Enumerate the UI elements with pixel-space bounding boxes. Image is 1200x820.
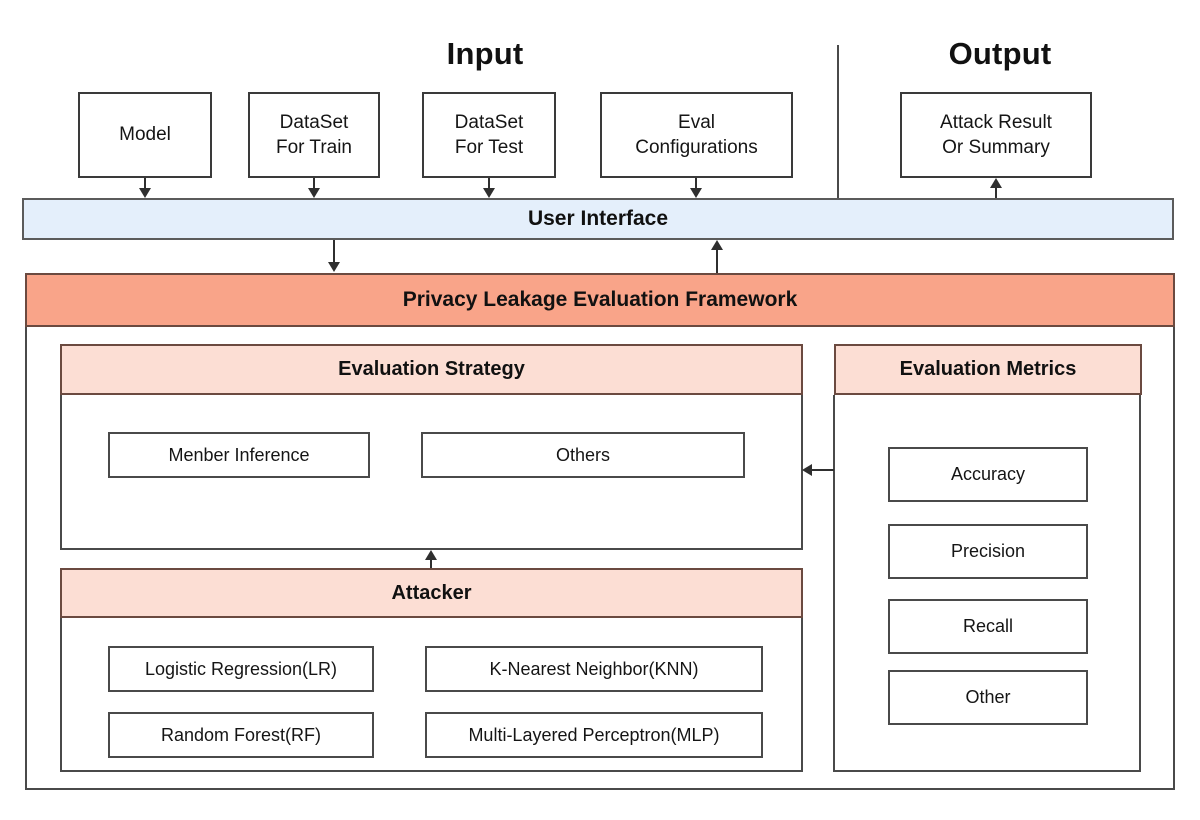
connector-model-to-ui xyxy=(144,178,146,190)
input-box-dataset-for-test[interactable]: DataSet For Test xyxy=(422,92,556,178)
connector-ui-to-framework xyxy=(333,240,335,263)
metric-item-other[interactable]: Other xyxy=(888,670,1088,725)
framework-title-bar: Privacy Leakage Evaluation Framework xyxy=(25,273,1175,327)
evaluation-strategy-header: Evaluation Strategy xyxy=(60,344,803,395)
input-section-title: Input xyxy=(446,36,524,71)
arrowhead-attacker-to-strategy xyxy=(425,550,437,560)
metric-item-accuracy[interactable]: Accuracy xyxy=(888,447,1088,502)
evaluation-metrics-header: Evaluation Metrics xyxy=(834,344,1142,395)
metric-item-recall[interactable]: Recall xyxy=(888,599,1088,654)
attacker-item-knn[interactable]: K-Nearest Neighbor(KNN) xyxy=(425,646,763,692)
input-box-eval-configurations[interactable]: Eval Configurations xyxy=(600,92,793,178)
attacker-item-mlp[interactable]: Multi-Layered Perceptron(MLP) xyxy=(425,712,763,758)
arrowhead-ui-to-framework xyxy=(328,262,340,272)
connector-ui-to-output xyxy=(995,188,997,200)
arrowhead-test-to-ui xyxy=(483,188,495,198)
connector-metrics-to-strategy xyxy=(812,469,834,471)
input-box-model[interactable]: Model xyxy=(78,92,212,178)
arrowhead-train-to-ui xyxy=(308,188,320,198)
output-box-attack-result[interactable]: Attack Result Or Summary xyxy=(900,92,1092,178)
user-interface-bar[interactable]: User Interface xyxy=(22,198,1174,240)
output-section-title: Output xyxy=(948,36,1052,71)
arrowhead-model-to-ui xyxy=(139,188,151,198)
arrowhead-ui-to-output xyxy=(990,178,1002,188)
arrowhead-config-to-ui xyxy=(690,188,702,198)
connector-test-to-ui xyxy=(488,178,490,190)
attacker-item-random-forest[interactable]: Random Forest(RF) xyxy=(108,712,374,758)
attacker-header: Attacker xyxy=(60,568,803,618)
arrowhead-metrics-to-strategy xyxy=(802,464,812,476)
metric-item-precision[interactable]: Precision xyxy=(888,524,1088,579)
connector-attacker-to-strategy xyxy=(430,560,432,574)
strategy-item-member-inference[interactable]: Menber Inference xyxy=(108,432,370,478)
attacker-item-logistic-regression[interactable]: Logistic Regression(LR) xyxy=(108,646,374,692)
arrowhead-framework-to-ui xyxy=(711,240,723,250)
input-output-divider xyxy=(837,45,839,198)
strategy-item-others[interactable]: Others xyxy=(421,432,745,478)
connector-train-to-ui xyxy=(313,178,315,190)
connector-framework-to-ui xyxy=(716,250,718,273)
input-box-dataset-for-train[interactable]: DataSet For Train xyxy=(248,92,380,178)
connector-config-to-ui xyxy=(695,178,697,190)
